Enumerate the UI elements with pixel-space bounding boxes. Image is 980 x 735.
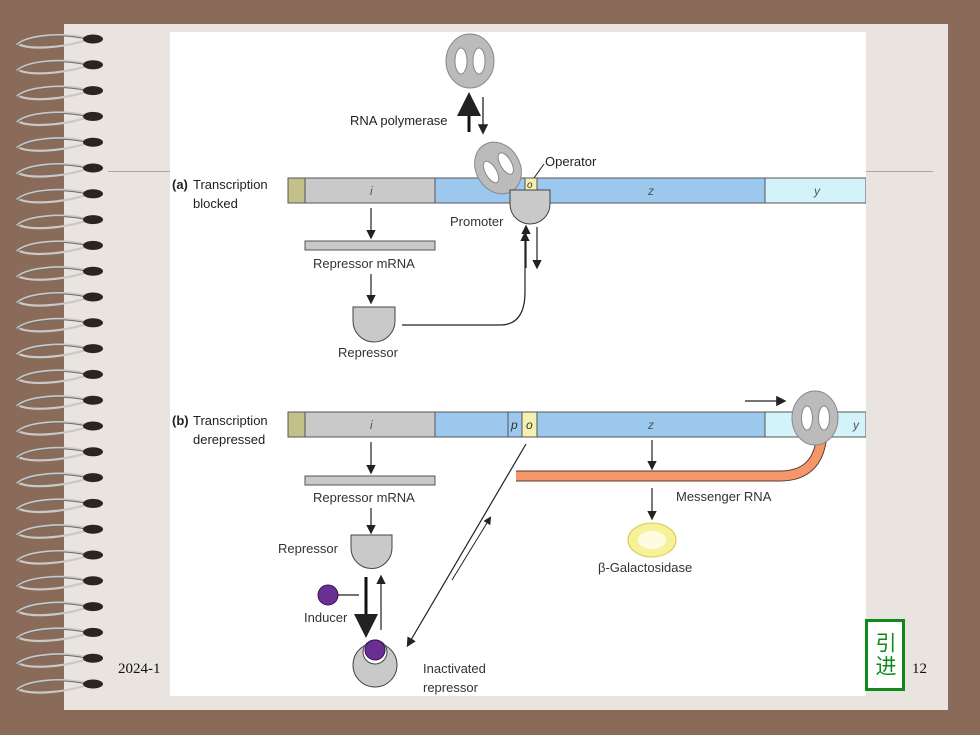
spiral-ring (15, 369, 103, 385)
spiral-ring (15, 137, 103, 152)
operator-box-b (521, 411, 538, 438)
operator-label: Operator (545, 154, 597, 169)
spiral-ring (15, 550, 103, 565)
spiral-ring (15, 575, 103, 591)
bound-polymerase-icon (474, 141, 522, 195)
spiral-ring (15, 524, 103, 539)
spiral-ring (15, 34, 103, 49)
spiral-ring (15, 601, 103, 617)
promoter-letter-b: p (510, 418, 518, 432)
spiral-ring (15, 214, 103, 230)
spiral-ring (15, 163, 103, 178)
spiral-ring (15, 653, 103, 668)
spiral-ring (15, 343, 103, 359)
galactosidase-label: β-Galactosidase (598, 560, 692, 575)
bound-repressor-a (509, 189, 551, 225)
intro-nav-button[interactable]: 引进 (865, 619, 905, 691)
panel-b-title-line1: Transcription (193, 413, 268, 428)
repressor-mrna-label-b: Repressor mRNA (313, 490, 415, 505)
gene-y-a (764, 177, 866, 204)
repressor-mrna-bar-b (304, 475, 436, 486)
repressor-label-b: Repressor (278, 541, 339, 556)
spiral-ring (15, 111, 103, 127)
messenger-rna-label: Messenger RNA (676, 489, 772, 504)
gene-y-label-b: y (852, 418, 860, 432)
gene-i-a (304, 177, 436, 204)
operator-letter-b: o (526, 418, 533, 432)
operator-letter-a: o (527, 180, 533, 191)
spiral-ring (15, 446, 103, 462)
rna-polymerase-label: RNA polymerase (350, 113, 448, 128)
gene-z-label-b: z (647, 418, 654, 432)
inactivated-label-line2: repressor (423, 680, 479, 695)
gene-z-label-a: z (647, 184, 654, 198)
repressor-shape-a (352, 306, 396, 343)
gene-y-label-a: y (813, 184, 821, 198)
spiral-ring (15, 292, 103, 307)
repressor-shape-b (350, 534, 393, 569)
spiral-ring (15, 627, 103, 643)
inducer-label: Inducer (304, 610, 348, 625)
promoter-label: Promoter (450, 214, 504, 229)
lac-operon-diagram: (a) Transcription blocked RNA polymerase… (170, 32, 866, 696)
spiral-ring (15, 59, 103, 75)
footer-date: 2024-1 (118, 661, 161, 677)
inducer-icon (317, 584, 339, 606)
spiral-ring (15, 679, 103, 694)
dna-start-block-b (287, 411, 306, 438)
gene-i-b (304, 411, 436, 438)
repressor-label-a: Repressor (338, 345, 399, 360)
release-arrow (406, 443, 527, 648)
spiral-ring (15, 266, 103, 281)
panel-a-title-line1: Transcription (193, 177, 268, 192)
panel-b-letter: (b) (172, 413, 189, 428)
spiral-ring (15, 498, 103, 514)
inactivated-label-line1: Inactivated (423, 661, 486, 676)
repressor-mrna-label-a: Repressor mRNA (313, 256, 415, 271)
panel-a-title-line2: blocked (193, 196, 238, 211)
spiral-ring (15, 317, 103, 333)
repressor-mrna-bar-a (304, 240, 436, 251)
messenger-rna-strand (516, 431, 828, 482)
intro-nav-label: 引进 (873, 632, 897, 678)
gene-lac-b (434, 411, 766, 438)
spiral-ring (15, 240, 103, 256)
spiral-binding (15, 34, 103, 694)
gene-i-label-a: i (370, 184, 373, 198)
spiral-ring (15, 395, 103, 410)
spiral-ring (15, 421, 103, 436)
spiral-ring (15, 85, 103, 101)
footer-page-number: 12 (912, 661, 927, 677)
rna-polymerase-icon (445, 33, 495, 89)
spiral-ring (15, 472, 103, 488)
gene-i-label-b: i (370, 418, 373, 432)
spiral-ring (15, 188, 103, 204)
transcribing-polymerase-icon (791, 390, 839, 446)
repressor-binding-path (402, 231, 530, 326)
panel-a-letter: (a) (172, 177, 188, 192)
panel-b-title-line2: derepressed (193, 432, 265, 447)
dna-start-block-a (287, 177, 306, 204)
